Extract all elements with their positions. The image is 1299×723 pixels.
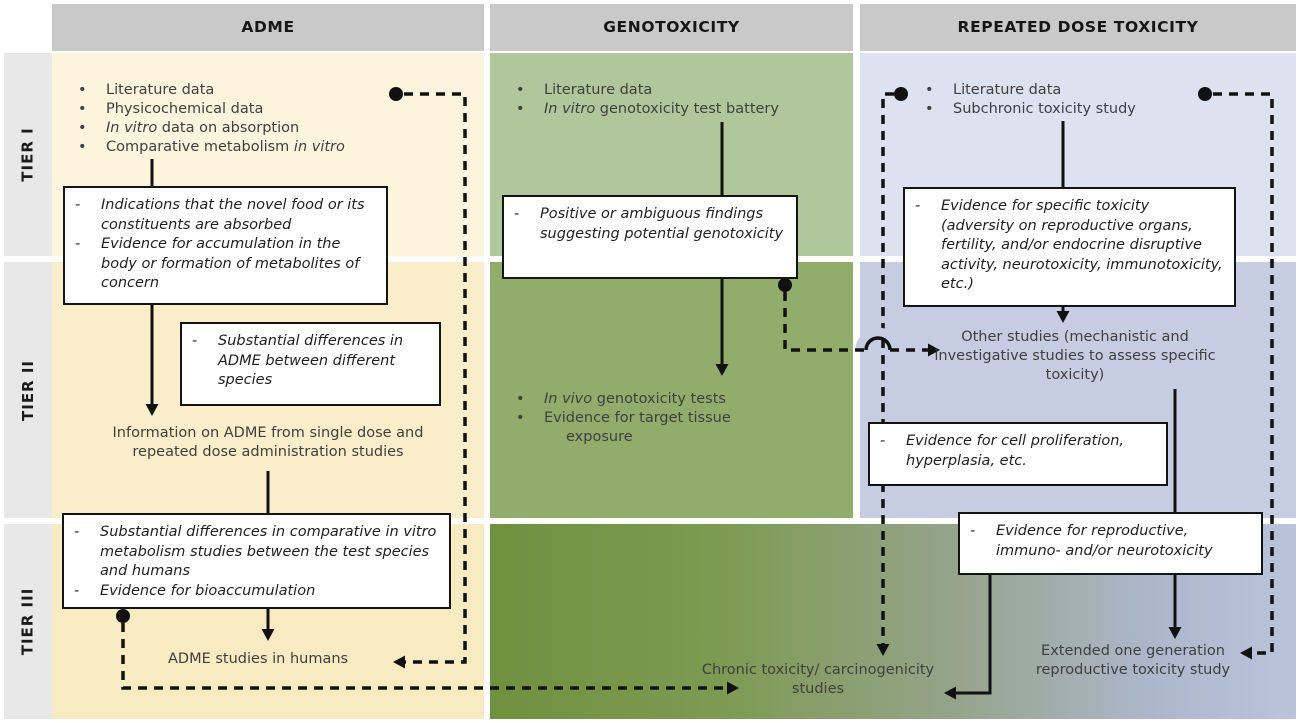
- bullet-marker: •: [516, 82, 525, 98]
- list-item: • In vitro data on absorption: [78, 120, 300, 136]
- dot-rdt-right: [1198, 87, 1212, 101]
- tier3-label: TIER III: [4, 524, 52, 719]
- dash-marker: -: [915, 198, 921, 214]
- adme-humans-text: ADME studies in humans: [168, 651, 349, 667]
- hop-arc: [864, 336, 892, 351]
- adme-box-tier3-criteria: - Substantial differences in comparative…: [62, 513, 451, 609]
- dash-marker: -: [74, 524, 80, 540]
- dot-adme-t3: [116, 609, 130, 623]
- chronic-toxicity-text: Chronic toxicity/ carcinogenicity studie…: [701, 662, 935, 697]
- bullet-marker: •: [78, 101, 87, 117]
- dashed-connectors: [121, 92, 1274, 690]
- bullet-marker: •: [78, 139, 87, 155]
- arrow-rdt-box-to-chronic: [956, 560, 992, 695]
- rdt-box-specific-toxicity: - Evidence for specific toxicity (advers…: [903, 187, 1236, 307]
- dot-geno-box: [778, 278, 792, 292]
- list-item: • Literature data: [516, 82, 653, 98]
- rdt-tier1-bullet-list: • Literature data • Subchronic toxicity …: [925, 81, 1255, 119]
- column-header-adme: ADME: [52, 4, 484, 51]
- extended-one-generation-text: Extended one generation reproductive tox…: [1035, 643, 1231, 678]
- dashed-adme-loop-to-humans: [404, 92, 467, 664]
- bullet-marker: •: [925, 101, 934, 117]
- bullet-marker: •: [925, 82, 934, 98]
- dash-marker: -: [192, 333, 198, 349]
- dash-marker: -: [74, 582, 80, 599]
- adme-box-substantial-differences: - Substantial differences in ADME betwee…: [180, 322, 441, 406]
- list-item: • Subchronic toxicity study: [925, 101, 1136, 117]
- dash-marker: -: [75, 236, 81, 252]
- rdt-box-reproductive-toxicity: - Evidence for reproductive, immuno- and…: [958, 512, 1263, 575]
- dash-marker: -: [880, 433, 886, 449]
- cell-genotoxicity-tier2: [490, 262, 853, 518]
- dashed-rdt-right-loop-to-extended: [1213, 92, 1274, 655]
- adme-box-indications: - Indications that the novel food or its…: [63, 186, 388, 305]
- dash-marker: -: [514, 206, 520, 222]
- column-header-genotoxicity: GENOTOXICITY: [490, 4, 853, 51]
- bullet-marker: •: [516, 410, 525, 426]
- column-header-repeated-dose-toxicity: REPEATED DOSE TOXICITY: [860, 4, 1296, 51]
- other-studies-text: Other studies (mechanistic and investiga…: [934, 329, 1216, 383]
- bullet-marker: •: [78, 82, 87, 98]
- geno-tier1-bullet-list: • Literature data • In vitro genotoxicit…: [516, 81, 846, 119]
- dot-rdt-left: [894, 87, 908, 101]
- list-item: • In vivo genotoxicity tests: [516, 391, 726, 407]
- rdt-box-cell-proliferation: - Evidence for cell proliferation, hyper…: [868, 422, 1168, 486]
- bullet-marker: •: [516, 391, 525, 407]
- adme-info-text: Information on ADME from single dose and…: [112, 425, 424, 460]
- geno-tier2-bullet-list: • In vivo genotoxicity tests • Evidence …: [516, 390, 826, 447]
- list-item: • Literature data: [78, 82, 215, 98]
- tier1-label: TIER I: [4, 53, 52, 256]
- dash-marker: -: [75, 197, 81, 213]
- list-item: • Comparative metabolism in vitro: [78, 139, 345, 155]
- list-item: • Physicochemical data: [78, 101, 264, 117]
- list-item: • Literature data: [925, 82, 1062, 98]
- connector-dots: [116, 87, 1212, 623]
- list-item: • In vitro genotoxicity test battery: [516, 101, 779, 117]
- dash-marker: -: [970, 523, 976, 539]
- dashed-adme-t3-to-chronic: [121, 623, 727, 690]
- dashed-rdt-left-loop-to-chronic: [881, 92, 894, 644]
- adme-tier1-bullet-list: • Literature data • Physicochemical data…: [78, 81, 418, 157]
- arrowheads: [145, 311, 1252, 700]
- dot-adme-loop: [389, 87, 403, 101]
- bullet-marker: •: [78, 120, 87, 136]
- tier2-label: TIER II: [4, 262, 52, 518]
- dashed-geno-to-other: [783, 292, 928, 352]
- dashed-hop-mask: [855, 327, 901, 351]
- geno-box-positive-findings: - Positive or ambiguous findings suggest…: [502, 195, 798, 279]
- bullet-marker: •: [516, 101, 525, 117]
